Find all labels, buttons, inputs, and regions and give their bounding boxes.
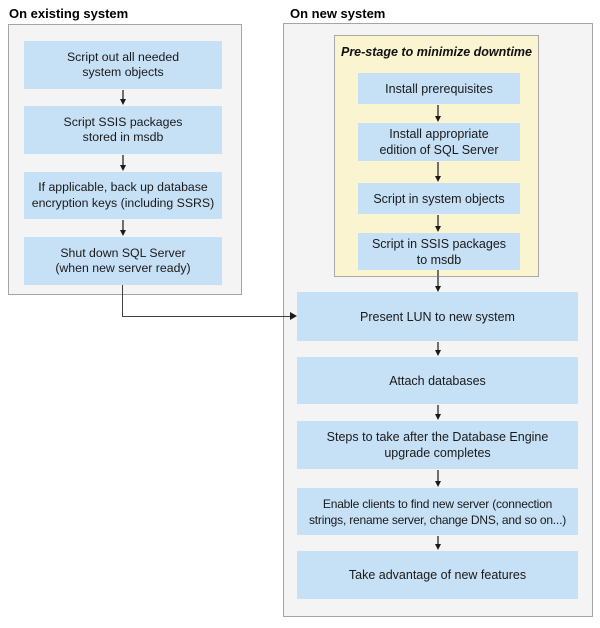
step-attach-databases: Attach databases: [297, 357, 578, 404]
step-shutdown-sql-server: Shut down SQL Server (when new server re…: [24, 237, 222, 285]
step-script-ssis-packages: Script SSIS packages stored in msdb: [24, 106, 222, 154]
down-arrow-icon: [434, 342, 443, 356]
step-install-sql-server-edition: Install appropriate edition of SQL Serve…: [358, 123, 520, 161]
down-arrow-icon: [434, 215, 443, 232]
step-install-prerequisites: Install prerequisites: [358, 73, 520, 104]
down-arrow-icon: [434, 270, 443, 292]
step-post-upgrade-steps: Steps to take after the Database Engine …: [297, 421, 578, 469]
down-arrow-icon: [434, 536, 443, 550]
down-arrow-icon: [434, 162, 443, 182]
step-enable-clients: Enable clients to find new server (conne…: [297, 488, 578, 535]
down-arrow-icon: [119, 220, 128, 236]
down-arrow-icon: [434, 470, 443, 487]
step-present-lun: Present LUN to new system: [297, 292, 578, 341]
step-take-advantage-new-features: Take advantage of new features: [297, 551, 578, 599]
down-arrow-icon: [434, 405, 443, 420]
down-arrow-icon: [434, 105, 443, 122]
new-system-title: On new system: [290, 6, 386, 21]
step-script-in-ssis-packages: Script in SSIS packages to msdb: [358, 233, 520, 270]
down-arrow-icon: [119, 90, 128, 105]
step-script-out-system-objects: Script out all needed system objects: [24, 41, 222, 89]
step-backup-encryption-keys: If applicable, back up database encrypti…: [24, 172, 222, 219]
right-arrowhead-icon: [290, 312, 297, 321]
existing-system-title: On existing system: [9, 6, 129, 21]
prestage-title: Pre-stage to minimize downtime: [340, 45, 532, 59]
step-script-in-system-objects: Script in system objects: [358, 183, 520, 214]
elbow-connector-vertical-line: [121, 285, 124, 317]
elbow-connector-horizontal-line: [121, 315, 291, 317]
down-arrow-icon: [119, 155, 128, 171]
